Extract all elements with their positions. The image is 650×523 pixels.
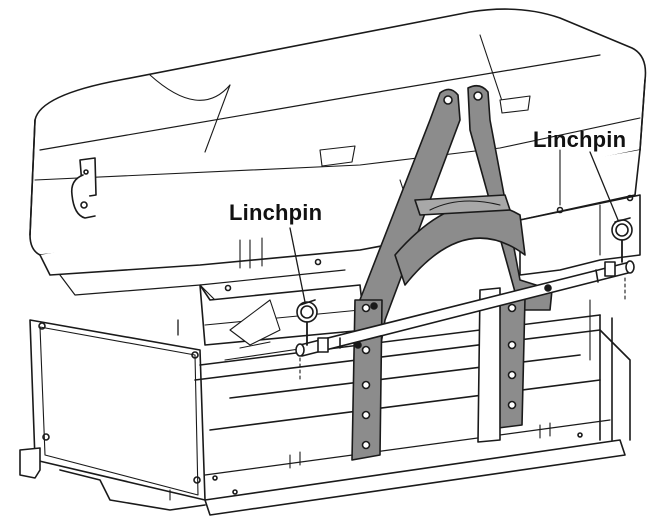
lid-latch [70, 157, 97, 219]
right-side-plate [519, 194, 641, 276]
spreader-frame [19, 299, 631, 516]
lower-hitch-bracket-right [497, 297, 526, 429]
linchpin-right-icon [611, 217, 633, 263]
hopper-base-plate [177, 258, 366, 361]
leader-line-left [289, 227, 306, 303]
linchpin-callout-left: Linchpin [229, 200, 323, 225]
mounting-plate [477, 287, 501, 443]
bracket-bolts [354, 284, 552, 349]
hopper-lid [29, 8, 647, 256]
hitch-a-frame [355, 84, 553, 351]
linchpin-left-icon [296, 299, 318, 346]
linchpin-callout-right: Linchpin [533, 127, 627, 152]
leader-line-right [589, 151, 619, 221]
lower-hitch-bracket-left [351, 299, 383, 461]
